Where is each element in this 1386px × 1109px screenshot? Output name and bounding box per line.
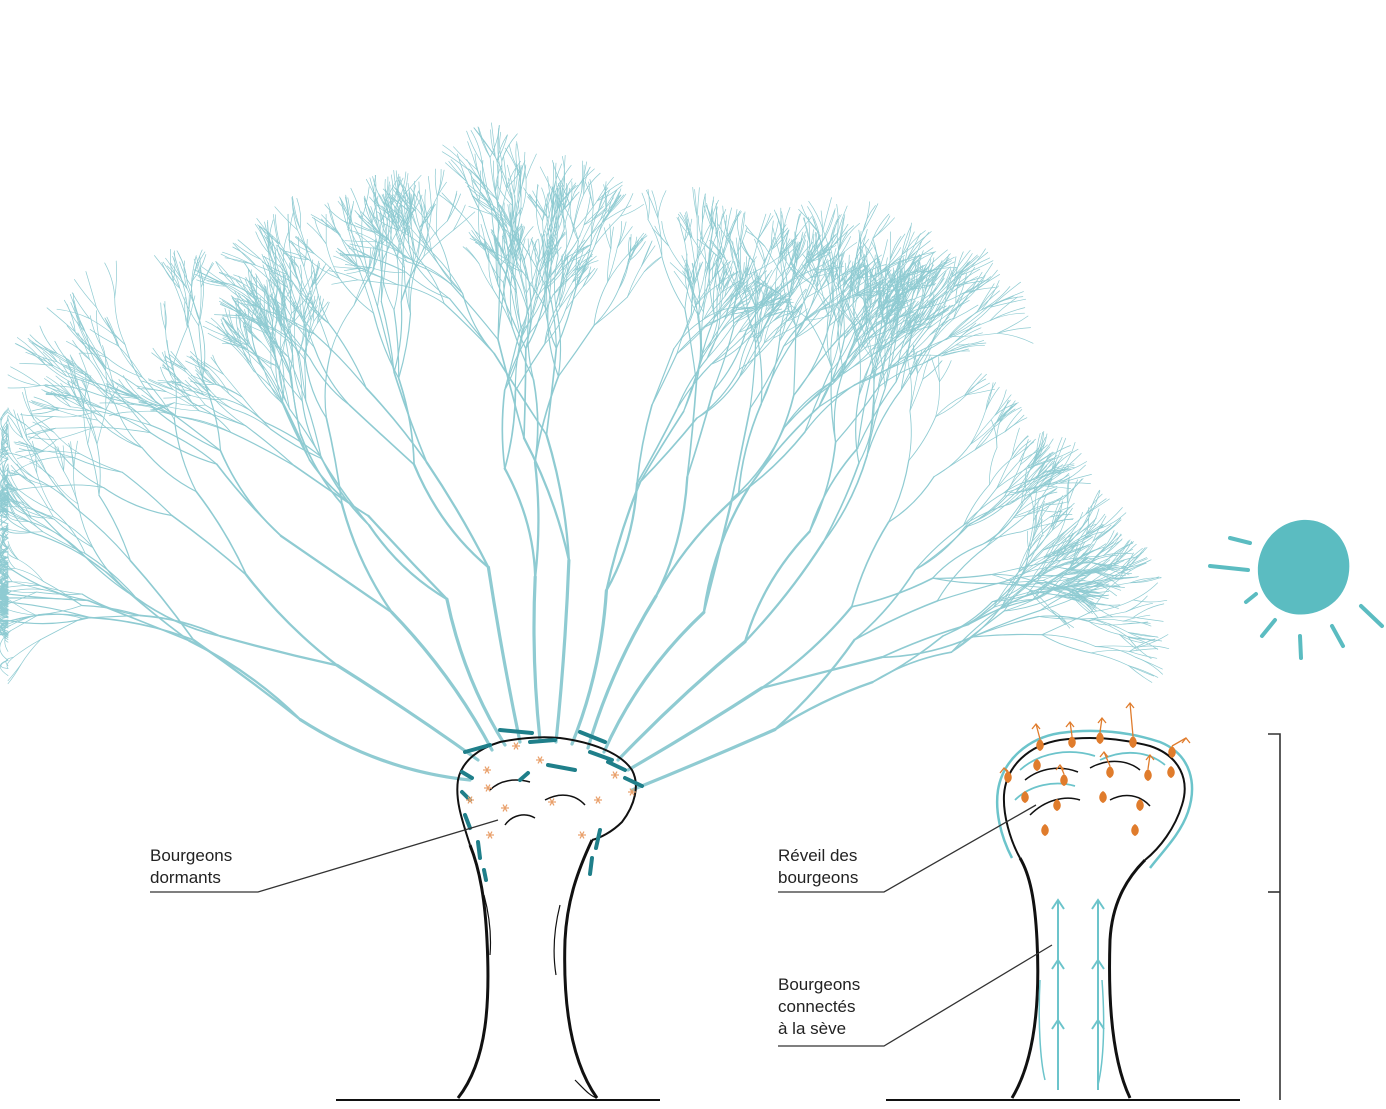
label-awakening-line1: Réveil des <box>778 845 858 867</box>
label-dormant-line1: Bourgeons <box>150 845 232 867</box>
branch-cut-marks <box>462 730 642 880</box>
label-sap-line2: connectés <box>778 996 860 1018</box>
label-dormant-line2: dormants <box>150 867 232 889</box>
old-tree-trunk <box>457 737 636 1098</box>
pollarded-tree <box>997 731 1192 1098</box>
bare-tree-crown <box>0 123 1169 790</box>
height-bracket <box>1268 734 1280 1100</box>
label-sap-line1: Bourgeons <box>778 974 860 996</box>
label-sap-line3: à la sève <box>778 1018 860 1040</box>
label-dormant-buds: Bourgeons dormants <box>150 845 232 889</box>
leader-lines <box>150 805 1052 1046</box>
awakening-buds <box>1004 732 1176 836</box>
label-bud-awakening: Réveil des bourgeons <box>778 845 858 889</box>
sap-flow-arrows <box>1052 900 1104 1090</box>
label-awakening-line2: bourgeons <box>778 867 858 889</box>
sun-icon <box>1210 520 1382 658</box>
label-sap-connected-buds: Bourgeons connectés à la sève <box>778 974 860 1040</box>
dormant-buds-markers <box>466 743 636 839</box>
